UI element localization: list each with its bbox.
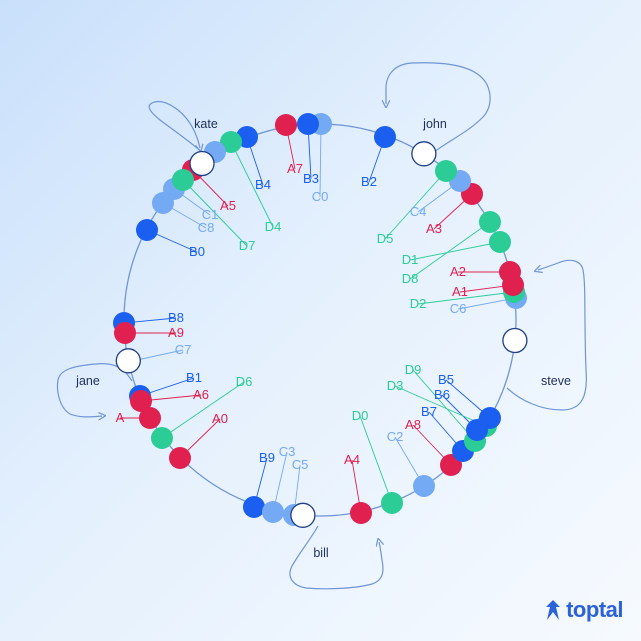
- server-node-kate: [189, 150, 215, 177]
- key-dot-a7: [275, 114, 297, 136]
- leader-d7: [182, 179, 248, 247]
- key-dot-b5: [479, 407, 501, 429]
- key-label-a9: A9: [168, 325, 184, 340]
- key-label-b7: B7: [421, 404, 437, 419]
- server-node-jane: [115, 348, 141, 374]
- server-nodes: [115, 141, 528, 528]
- leader-d9: [412, 369, 476, 442]
- key-label-c0: C0: [312, 189, 329, 204]
- key-label-c7: C7: [175, 342, 192, 357]
- key-label-b4: B4: [255, 177, 271, 192]
- key-label-d9: D9: [405, 362, 422, 377]
- key-label-b3: B3: [303, 171, 319, 186]
- key-dot-b2: [374, 126, 396, 148]
- key-dot-d4: [220, 131, 242, 153]
- loop-arrow-john: [386, 62, 491, 153]
- key-label-a8: A8: [405, 417, 421, 432]
- key-label-b8: B8: [168, 310, 184, 325]
- leader-d3: [394, 385, 487, 427]
- leader-c0: [319, 123, 322, 198]
- key-label-a0: A0: [212, 411, 228, 426]
- server-labels: kate john steve bill jane: [75, 117, 571, 560]
- key-dot-c2: [413, 475, 435, 497]
- key-dot-a9: [114, 322, 136, 344]
- leader-d6: [161, 381, 245, 439]
- key-label-a4: A4: [344, 452, 360, 467]
- rotation-arrows: [56, 62, 587, 590]
- loop-arrow-steve: [506, 259, 587, 411]
- key-label-c1: C1: [202, 207, 219, 222]
- leader-d5: [384, 170, 447, 240]
- key-label-a2: A2: [450, 264, 466, 279]
- key-dot-d8: [479, 211, 501, 233]
- leader-d4: [230, 141, 274, 228]
- key-label-b1: B1: [186, 370, 202, 385]
- key-dot-c3: [262, 501, 284, 523]
- toptal-logo-icon: [546, 600, 561, 620]
- loop-arrow-kate: [148, 100, 203, 154]
- key-label-d6: D6: [236, 374, 253, 389]
- key-label-a1: A1: [452, 284, 468, 299]
- key-label-a5: A5: [220, 198, 236, 213]
- loop-arrow-jane: [56, 363, 133, 417]
- key-label-c6: C6: [450, 301, 467, 316]
- key-dot-d6: [151, 427, 173, 449]
- key-label-b9: B9: [259, 450, 275, 465]
- key-label-b0: B0: [189, 244, 205, 259]
- key-label-a: A: [116, 410, 125, 425]
- key-label-c5: C5: [292, 457, 309, 472]
- key-dot-b3: [297, 113, 319, 135]
- key-label-d1: D1: [402, 252, 419, 267]
- key-label-b5: B5: [438, 372, 454, 387]
- server-node-steve: [502, 327, 528, 354]
- key-label-d5: D5: [377, 231, 394, 246]
- key-label-a3: A3: [426, 221, 442, 236]
- server-label-kate: kate: [194, 117, 218, 131]
- key-label-c3: C3: [279, 444, 296, 459]
- server-label-john: john: [422, 117, 447, 131]
- brand-name: toptal: [566, 597, 623, 622]
- key-dot-d7: [172, 169, 194, 191]
- key-label-a7: A7: [287, 161, 303, 176]
- server-label-bill: bill: [313, 546, 328, 560]
- loop-arrow-bill: [289, 525, 383, 590]
- key-label-d3: D3: [387, 378, 404, 393]
- key-label-d4: D4: [265, 219, 282, 234]
- key-label-b6: B6: [434, 387, 450, 402]
- key-label-c4: C4: [410, 204, 427, 219]
- leader-d2: [417, 291, 515, 305]
- key-label-b2: B2: [361, 174, 377, 189]
- key-dot-a2: [499, 261, 521, 283]
- key-dot-d1: [489, 231, 511, 253]
- key-label-c2: C2: [387, 429, 404, 444]
- server-node-john: [411, 141, 437, 167]
- key-dot-a6: [130, 390, 152, 412]
- key-label-d2: D2: [410, 296, 427, 311]
- key-label-d0: D0: [352, 408, 369, 423]
- toptal-brand: toptal: [544, 597, 623, 623]
- key-label-d8: D8: [402, 271, 419, 286]
- key-label-d7: D7: [239, 238, 256, 253]
- key-dot-a: [139, 407, 161, 429]
- key-label-a6: A6: [193, 387, 209, 402]
- server-node-bill: [290, 502, 316, 528]
- leader-d0: [359, 415, 393, 504]
- key-dot-b0: [136, 219, 158, 241]
- key-dot-a0: [169, 447, 191, 469]
- leader-d1: [409, 241, 501, 261]
- server-label-steve: steve: [541, 374, 571, 388]
- leader-d8: [409, 221, 491, 280]
- key-dot-b9: [243, 496, 265, 518]
- key-dot-d5: [435, 160, 457, 182]
- server-label-jane: jane: [75, 374, 100, 388]
- key-dot-d0: [381, 492, 403, 514]
- key-dot-a4: [350, 502, 372, 524]
- key-label-c8: C8: [198, 220, 215, 235]
